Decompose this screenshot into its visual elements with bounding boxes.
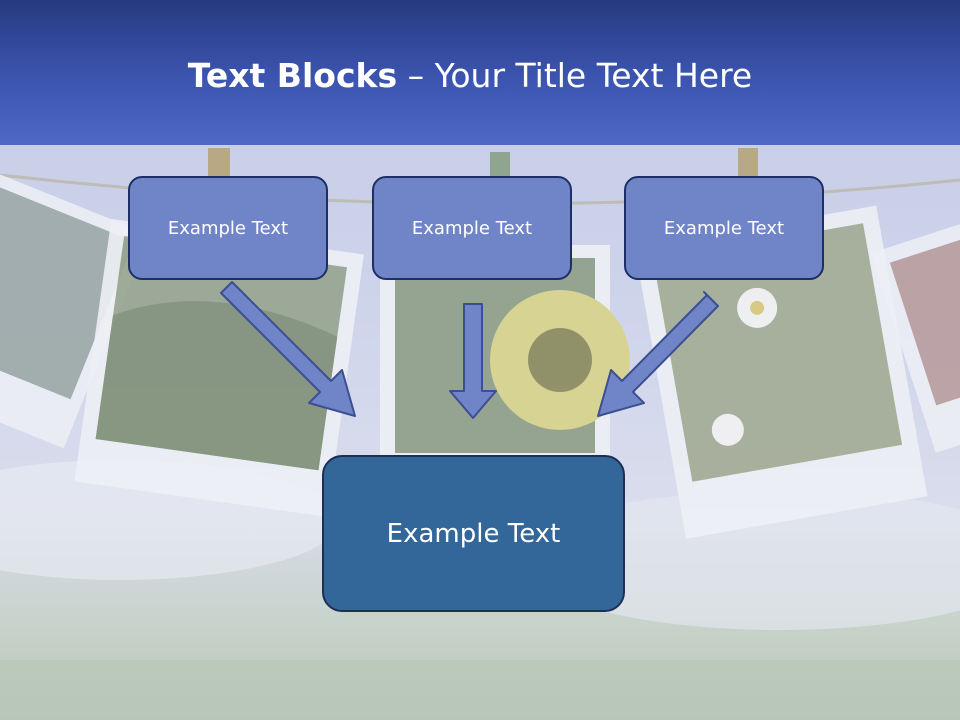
clothespin-icon <box>490 152 510 178</box>
text-box-top-right[interactable]: Example Text <box>624 176 824 280</box>
arrow-down-icon <box>449 303 497 419</box>
slide-title: Text Blocks – Your Title Text Here <box>0 56 940 95</box>
text-box-top-right-label: Example Text <box>663 217 785 239</box>
title-dash: – <box>397 56 435 95</box>
title-bold: Text Blocks <box>187 56 398 95</box>
clothespin-icon <box>738 148 758 176</box>
title-rest: Your Title Text Here <box>434 56 753 95</box>
arrow-down-right-icon <box>220 281 356 417</box>
text-box-bottom-label: Example Text <box>386 518 561 549</box>
clothespin-icon <box>208 148 230 176</box>
text-box-top-middle[interactable]: Example Text <box>372 176 572 280</box>
text-box-bottom[interactable]: Example Text <box>322 455 625 612</box>
title-bar: Text Blocks – Your Title Text Here <box>0 0 960 145</box>
text-box-top-left-label: Example Text <box>167 217 289 239</box>
text-box-top-left[interactable]: Example Text <box>128 176 328 280</box>
text-box-top-middle-label: Example Text <box>411 217 533 239</box>
arrow-down-left-icon <box>597 291 719 417</box>
